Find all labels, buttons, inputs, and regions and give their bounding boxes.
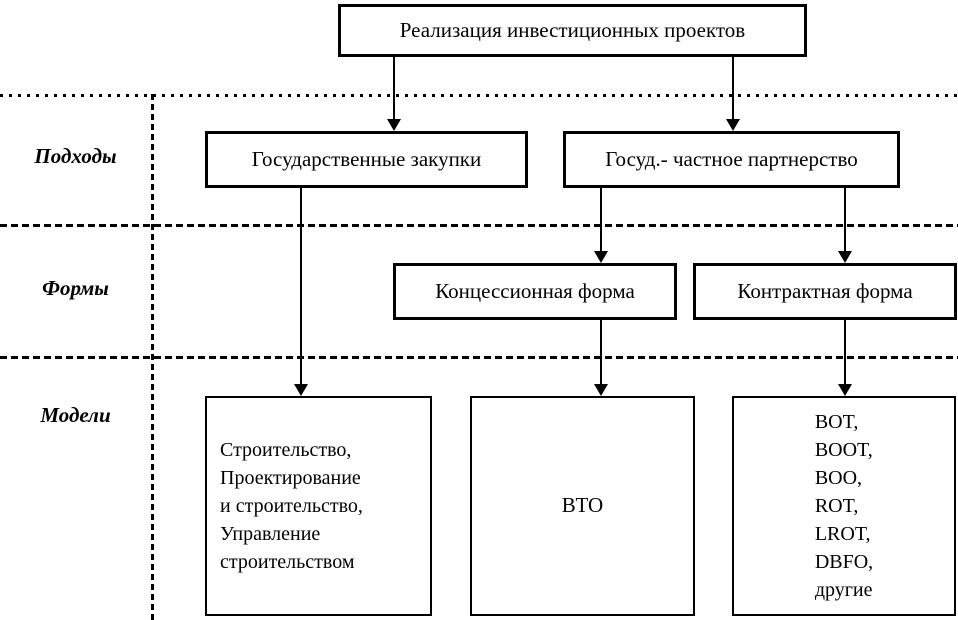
arrow-head-icon bbox=[726, 119, 740, 131]
arrow-head-icon bbox=[387, 119, 401, 131]
arrow-shaft bbox=[600, 188, 602, 253]
box-contract-models: BOT, BOOT, BOO, ROT, LROT, DBFO, другие bbox=[732, 396, 956, 616]
box-bto-model: ВТО bbox=[470, 396, 695, 616]
box-procurement-models-label: Строительство, Проектирование и строител… bbox=[220, 439, 363, 573]
arrow-shaft bbox=[732, 57, 734, 121]
arrow-root-to-state-procurement bbox=[387, 57, 401, 131]
box-concession-form-label: Концессионная форма bbox=[435, 278, 635, 303]
row-divider-forms-top bbox=[0, 224, 958, 227]
arrow-contract-to-models bbox=[838, 320, 852, 396]
box-concession-form: Концессионная форма bbox=[393, 263, 677, 320]
row-label-forms: Формы bbox=[42, 276, 109, 300]
box-public-private-partnership-label: Госуд.- частное партнерство bbox=[605, 146, 858, 171]
box-procurement-models: Строительство, Проектирование и строител… bbox=[205, 396, 432, 616]
arrow-ppp-to-concession bbox=[594, 188, 608, 263]
row-label-approaches: Подходы bbox=[34, 144, 117, 168]
box-bto-model-label: ВТО bbox=[561, 493, 604, 518]
box-contract-form-label: Контрактная форма bbox=[737, 278, 913, 303]
box-investment-projects: Реализация инвестиционных проектов bbox=[338, 4, 807, 57]
arrow-root-to-ppp bbox=[726, 57, 740, 131]
box-contract-form: Контрактная форма bbox=[693, 263, 957, 320]
box-public-private-partnership: Госуд.- частное партнерство bbox=[563, 131, 900, 188]
arrow-ppp-to-contract bbox=[838, 188, 852, 263]
arrow-head-icon bbox=[838, 384, 852, 396]
row-divider-approaches-top bbox=[0, 94, 958, 97]
arrow-head-icon bbox=[838, 251, 852, 263]
arrow-head-icon bbox=[594, 384, 608, 396]
row-divider-models-top bbox=[0, 356, 958, 359]
label-column-divider bbox=[151, 94, 154, 620]
arrow-shaft bbox=[844, 320, 846, 386]
arrow-concession-to-bto bbox=[594, 320, 608, 396]
arrow-shaft bbox=[600, 320, 602, 386]
arrow-shaft bbox=[844, 188, 846, 253]
arrow-head-icon bbox=[294, 384, 308, 396]
box-investment-projects-label: Реализация инвестиционных проектов bbox=[399, 17, 746, 42]
arrow-procurement-to-models bbox=[294, 188, 308, 396]
box-contract-models-label: BOT, BOOT, BOO, ROT, LROT, DBFO, другие bbox=[814, 411, 874, 601]
arrow-shaft bbox=[393, 57, 395, 121]
row-label-models: Модели bbox=[40, 403, 111, 427]
arrow-head-icon bbox=[594, 251, 608, 263]
box-state-procurement: Государственные закупки bbox=[205, 131, 528, 188]
box-state-procurement-label: Государственные закупки bbox=[251, 146, 482, 171]
arrow-shaft bbox=[300, 188, 302, 386]
